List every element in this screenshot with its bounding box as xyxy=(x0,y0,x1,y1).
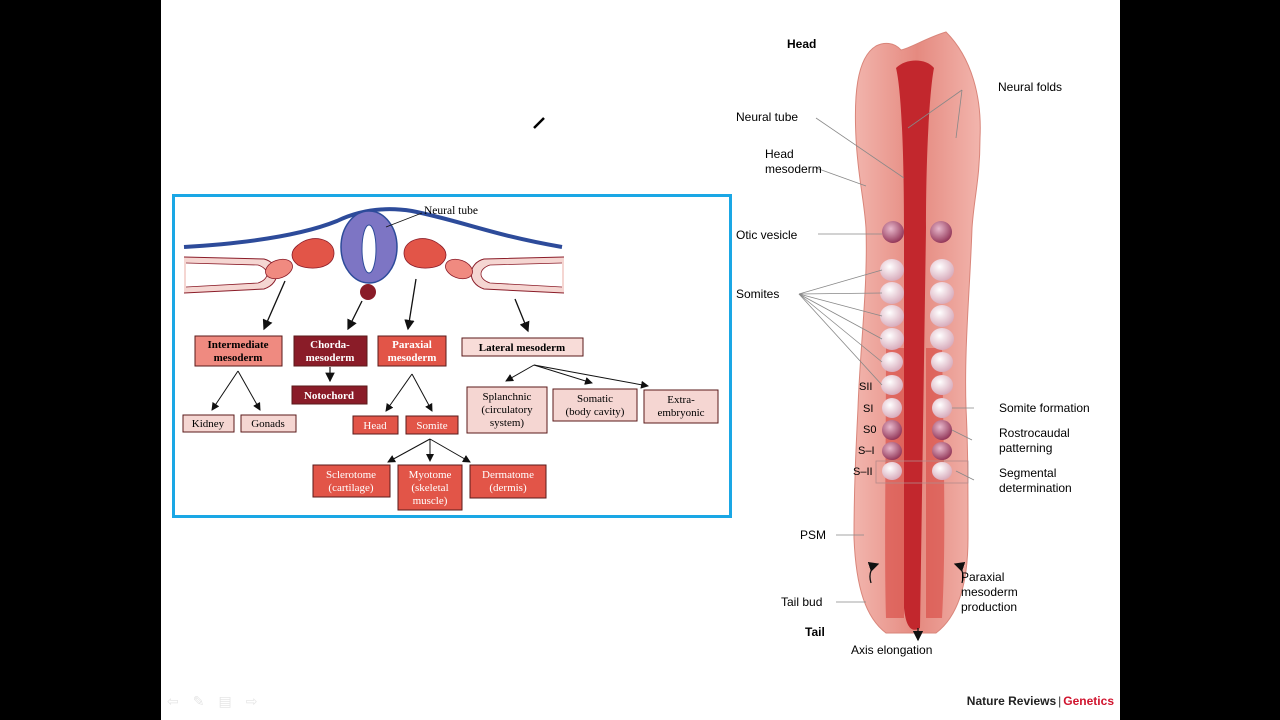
mesoderm-flowchart: Neural tube Intermediate mesoderm Chorda… xyxy=(172,194,732,518)
label-paraxial-1: Paraxial xyxy=(961,570,1004,584)
dermatome-l2: (dermis) xyxy=(489,482,527,494)
label-head-mesoderm-1: Head xyxy=(765,147,794,161)
label-segmental-1: Segmental xyxy=(999,466,1056,480)
somatic-l2: (body cavity) xyxy=(566,406,625,418)
somatic-l1: Somatic xyxy=(577,393,613,405)
kidney-box: Kidney xyxy=(192,418,225,430)
label-neural-tube: Neural tube xyxy=(736,110,798,124)
neural-tube-label: Neural tube xyxy=(424,205,478,217)
neural-tube-shape xyxy=(896,60,934,630)
embryo-diagram: Head Neural folds Neural tube Head mesod… xyxy=(736,31,1090,657)
myotome-l2: (skeletal xyxy=(411,482,448,494)
label-tail-bud: Tail bud xyxy=(781,595,822,609)
extra-l1: Extra- xyxy=(667,394,695,406)
myotome-l1: Myotome xyxy=(409,469,452,481)
extra-l2: embryonic xyxy=(657,407,704,419)
previous-slide-icon[interactable]: ⇦ xyxy=(167,693,179,709)
sclerotome-l1: Sclerotome xyxy=(326,469,376,481)
splanchnic-l2: (circulatory xyxy=(481,404,533,416)
paraxial-box-l2: mesoderm xyxy=(388,352,437,364)
head-box: Head xyxy=(363,420,387,432)
label-rostrocaudal-1: Rostrocaudal xyxy=(999,426,1070,440)
somite-box: Somite xyxy=(416,420,447,432)
sclerotome-l2: (cartilage) xyxy=(328,482,374,494)
label-rostrocaudal-2: patterning xyxy=(999,441,1052,455)
chorda-box-l1: Chorda- xyxy=(310,339,350,351)
pen-tool-icon[interactable]: ✎ xyxy=(192,693,205,709)
myotome-l3: muscle) xyxy=(413,495,448,507)
somite-id-s-ii: S–II xyxy=(853,466,873,478)
label-somites: Somites xyxy=(736,287,779,301)
credit-separator: | xyxy=(1058,694,1062,708)
paraxial-box-l1: Paraxial xyxy=(392,339,432,351)
label-axis-elongation: Axis elongation xyxy=(851,643,932,657)
splanchnic-l3: system) xyxy=(490,417,525,429)
paraxial-left xyxy=(291,238,335,269)
chorda-box-l2: mesoderm xyxy=(306,352,355,364)
splanchnic-l1: Splanchnic xyxy=(483,391,532,403)
label-otic-vesicle: Otic vesicle xyxy=(736,228,798,242)
credit-journal: Genetics xyxy=(1063,694,1114,708)
pen-cursor-icon xyxy=(533,117,545,129)
intermediate-box-l2: mesoderm xyxy=(214,352,263,364)
label-segmental-2: determination xyxy=(999,481,1072,495)
credit-publisher: Nature Reviews xyxy=(966,694,1057,708)
notochord-shape xyxy=(360,284,376,300)
label-head: Head xyxy=(787,37,816,51)
paraxial-right xyxy=(403,238,447,269)
slide-menu-icon[interactable]: ▤ xyxy=(218,693,232,709)
next-slide-icon[interactable]: ⇨ xyxy=(245,693,258,709)
somite-id-s-i: S–I xyxy=(858,445,875,457)
label-psm: PSM xyxy=(800,528,826,542)
slide-controls: ⇦ ✎ ▤ ⇨ xyxy=(167,693,257,710)
label-paraxial-2: mesoderm xyxy=(961,585,1018,599)
dermatome-l1: Dermatome xyxy=(482,469,534,481)
label-somite-formation: Somite formation xyxy=(999,401,1090,415)
label-paraxial-3: production xyxy=(961,600,1017,614)
somite-id-si: SI xyxy=(863,403,873,415)
somites-group xyxy=(880,259,954,480)
somite-id-sii: SII xyxy=(859,381,872,393)
lateral-box: Lateral mesoderm xyxy=(479,342,565,354)
somite-id-s0: S0 xyxy=(863,424,876,436)
label-tail: Tail xyxy=(805,625,825,639)
label-head-mesoderm-2: mesoderm xyxy=(765,162,822,176)
label-neural-folds: Neural folds xyxy=(998,80,1062,94)
slide: Neural tube Intermediate mesoderm Chorda… xyxy=(161,0,1120,720)
notochord-box: Notochord xyxy=(304,390,354,402)
intermediate-box-l1: Intermediate xyxy=(207,339,268,351)
ectoderm-layer xyxy=(183,207,563,249)
gonads-box: Gonads xyxy=(251,418,285,430)
journal-credit: Nature Reviews|Genetics xyxy=(967,694,1114,708)
